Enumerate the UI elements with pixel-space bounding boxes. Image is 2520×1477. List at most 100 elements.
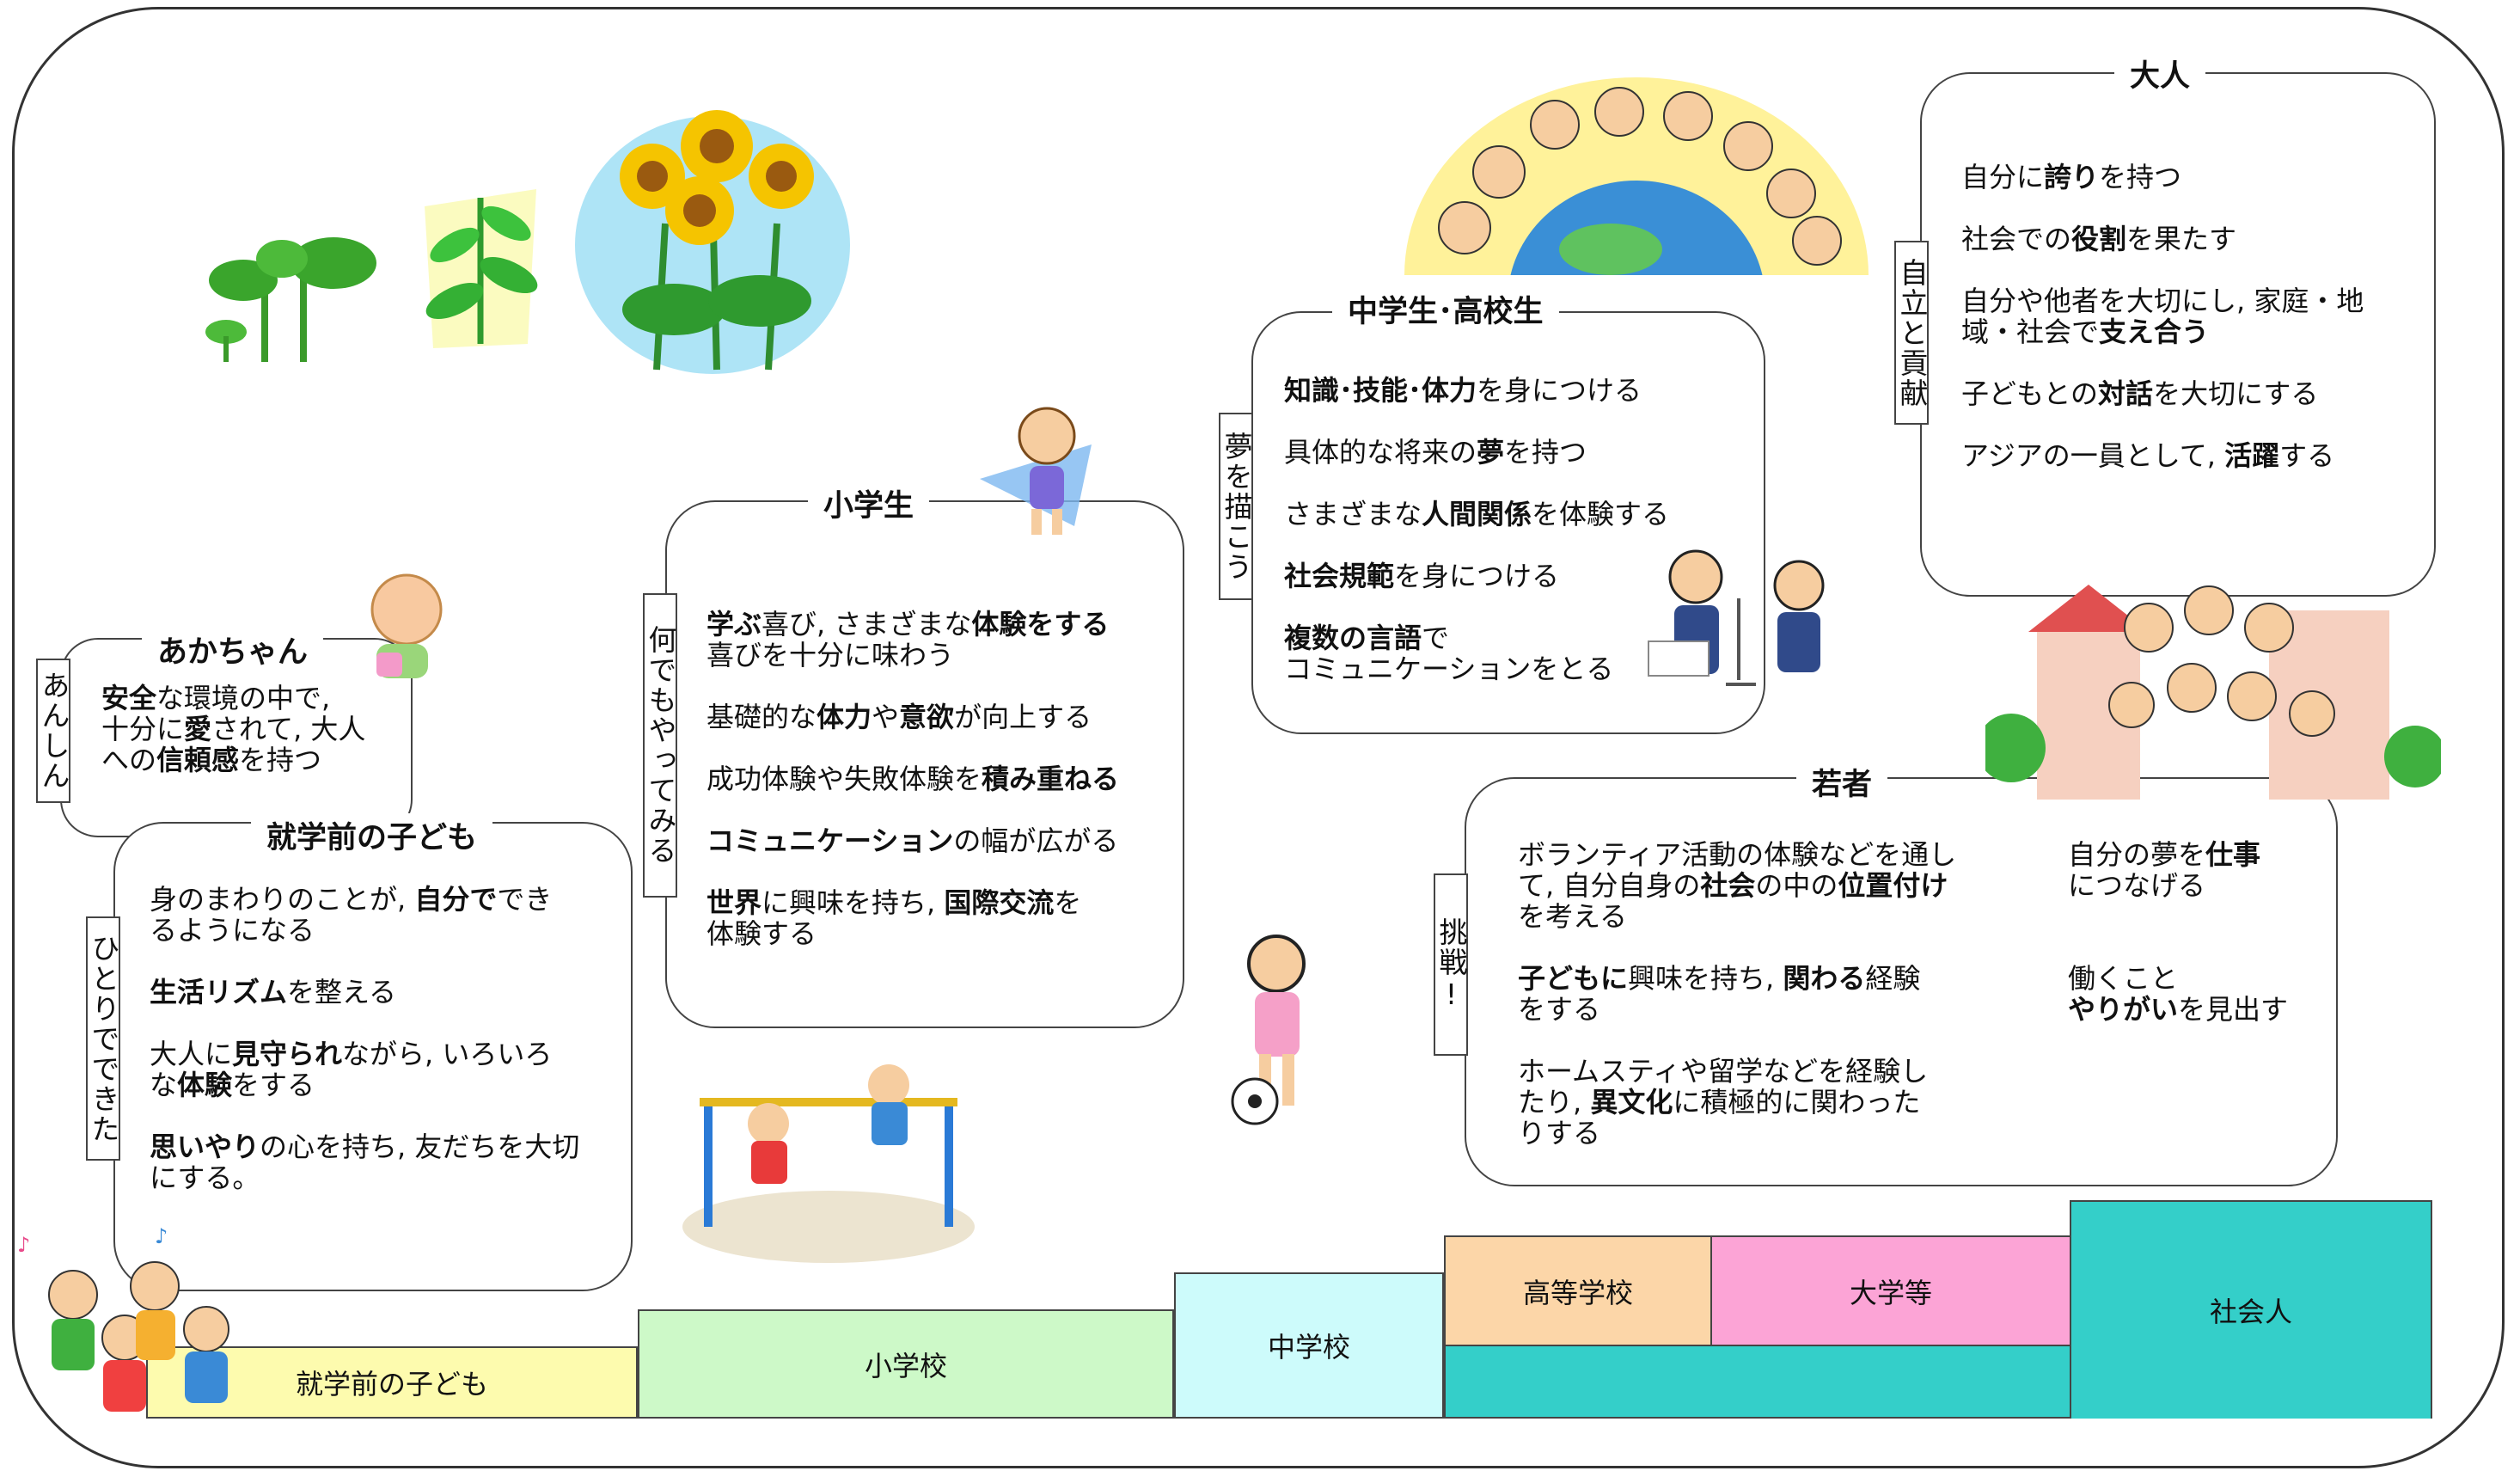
text-line: 子どもとの対話を大切にする: [1961, 377, 2319, 410]
stair-university-label: 大学等: [1849, 1276, 1932, 1309]
stair-university: 大学等: [1710, 1235, 2071, 1346]
juniorhigh-side-label: 夢を描こう: [1219, 413, 1253, 600]
text-line: 社会での役割を果たす: [1961, 223, 2237, 255]
text-line: [706, 856, 1119, 887]
baby-text: 安全な環境の中で,十分に愛されて, 大人への信頼感を持つ: [101, 683, 365, 775]
stair-society: 社会人: [2070, 1200, 2432, 1419]
youth-text-left: ボランティア活動の体験などを通して, 自分自身の社会の中の位置付けを考える子ども…: [1518, 839, 1956, 1149]
text-line: [2068, 932, 2288, 963]
text-line: アジアの一員として, 活躍する: [1961, 439, 2335, 472]
preschool-box: [113, 822, 633, 1291]
stair-juniorhigh: 中学校: [1174, 1272, 1444, 1419]
text-line: 生活リズムを整える: [150, 976, 397, 1008]
adult-side-label: 自立と貢献: [1894, 241, 1929, 425]
text-line: [2068, 901, 2288, 932]
elementary-text: 学ぶ喜び, さまざまな体験をする喜びを十分に味わう基礎的な体力や意欲が向上する成…: [706, 609, 1119, 949]
text-line: [150, 1008, 579, 1039]
text-line: [1961, 254, 2364, 285]
community-icon: [1985, 585, 2441, 800]
globe-children-icon: [1404, 77, 1869, 275]
text-line: [1284, 406, 1669, 437]
stair-preschool: 就学前の子ども: [146, 1346, 638, 1419]
preschool-text: 身のまわりのことが, 自分でできるようになる生活リズムを整える大人に見守られなが…: [150, 884, 579, 1193]
stair-elementary-label: 小学校: [864, 1349, 947, 1382]
text-line: をする: [1518, 993, 1601, 1026]
juniorhigh-title: 中学生･高校生: [1332, 287, 1559, 331]
text-line: を考える: [1518, 900, 1628, 933]
text-line: 喜びを十分に味わう: [706, 639, 955, 671]
baby-side-label: あんしん: [36, 659, 70, 803]
girl-soccer-icon: [1231, 935, 1306, 1125]
text-line: 成功体験や失敗体験を積み重ねる: [706, 763, 1120, 795]
text-line: 基礎的な体力や意欲が向上する: [706, 701, 1092, 733]
elementary-title: 小学生: [808, 481, 930, 525]
boy-triangle-icon: [980, 407, 1092, 535]
youth-box: [1465, 777, 2338, 1186]
text-line: 体験する: [706, 917, 817, 950]
text-line: 身のまわりのことが, 自分ででき: [150, 883, 553, 916]
svg-text:♪: ♪: [155, 1226, 168, 1248]
students-lab-icon: [1648, 549, 1825, 686]
text-line: 知識･技能･体力を身につける: [1284, 374, 1642, 407]
text-line: たり, 異文化に積極的に関わった: [1518, 1086, 1921, 1118]
stair-highschool: 高等学校: [1444, 1235, 1712, 1346]
text-line: 思いやりの心を持ち, 友だちを大切: [150, 1131, 580, 1163]
sprout-icon: [205, 237, 376, 362]
text-line: にする。: [150, 1161, 260, 1194]
text-line: [1961, 409, 2364, 440]
text-line: コミュニケーションをとる: [1284, 653, 1614, 685]
stair-highschool-label: 高等学校: [1522, 1276, 1633, 1309]
text-line: 域・社会で支え合う: [1961, 316, 2210, 348]
text-line: への信頼感を持つ: [101, 744, 322, 776]
text-line: [150, 946, 579, 977]
text-line: [1961, 347, 2364, 378]
sunflower-icon: [575, 110, 850, 374]
text-line: るようになる: [150, 914, 315, 947]
text-line: [1284, 591, 1669, 622]
youth-side-label: 挑戦!: [1434, 873, 1468, 1056]
text-line: 学ぶ喜び, さまざまな体験をする: [706, 608, 1110, 640]
preschool-title: 就学前の子ども: [251, 813, 493, 857]
text-line: 具体的な将来の夢を持つ: [1284, 436, 1587, 469]
text-line: 子どもに興味を持ち, 関わる経験: [1518, 962, 1921, 995]
text-line: [1518, 1025, 1956, 1056]
seedling-icon: [425, 189, 538, 348]
text-line: [706, 671, 1119, 702]
stair-preschool-label: 就学前の子ども: [295, 1368, 488, 1400]
text-line: [706, 794, 1119, 825]
text-line: 安全な環境の中で,: [101, 682, 331, 714]
elementary-side-label: 何でもやってみる: [643, 593, 677, 898]
elementary-box: [665, 500, 1184, 1028]
text-line: ボランティア活動の体験などを通し: [1518, 838, 1957, 871]
text-line: 世界に興味を持ち, 国際交流を: [706, 886, 1082, 919]
stair-society-label: 社会人: [2209, 1296, 2292, 1328]
text-line: [1284, 468, 1669, 499]
text-line: 社会規範を身につける: [1284, 560, 1560, 592]
svg-text:♪: ♪: [17, 1233, 30, 1257]
text-line: 大人に見守られながら, いろいろ: [150, 1038, 553, 1070]
stair-juniorhigh-label: 中学校: [1267, 1331, 1350, 1364]
adult-text: 自分に誇りを持つ社会での役割を果たす自分や他者を大切にし, 家庭・地域・社会で支…: [1961, 162, 2364, 471]
text-line: 自分の夢を仕事: [2068, 838, 2261, 871]
running-kids-icon: ♪ ♪: [17, 1226, 229, 1412]
text-line: 複数の言語で: [1284, 622, 1450, 654]
text-line: 十分に愛されて, 大人: [101, 713, 366, 745]
text-line: て, 自分自身の社会の中の位置付け: [1518, 869, 1948, 902]
text-line: [706, 732, 1119, 763]
text-line: につなげる: [2068, 869, 2206, 902]
text-line: 自分に誇りを持つ: [1961, 161, 2182, 193]
stair-elementary: 小学校: [638, 1309, 1174, 1419]
juniorhigh-text: 知識･技能･体力を身につける具体的な将来の夢を持つさまざまな人間関係を体験する社…: [1284, 375, 1669, 684]
text-line: [1961, 193, 2364, 224]
text-line: な体験をする: [150, 1069, 315, 1101]
text-line: コミュニケーションの幅が広がる: [706, 824, 1119, 857]
youth-text-right: 自分の夢を仕事につなげる働くことやりがいを見出す: [2068, 839, 2288, 1025]
preschool-side-label: ひとりでできた: [86, 916, 120, 1161]
youth-title: 若者: [1796, 760, 1888, 804]
text-line: [150, 1100, 579, 1131]
text-line: [1284, 530, 1669, 561]
text-line: 働くこと: [2068, 962, 2179, 995]
text-line: さまざまな人間関係を体験する: [1284, 498, 1670, 530]
text-line: りする: [1518, 1117, 1601, 1149]
text-line: [1518, 932, 1956, 963]
